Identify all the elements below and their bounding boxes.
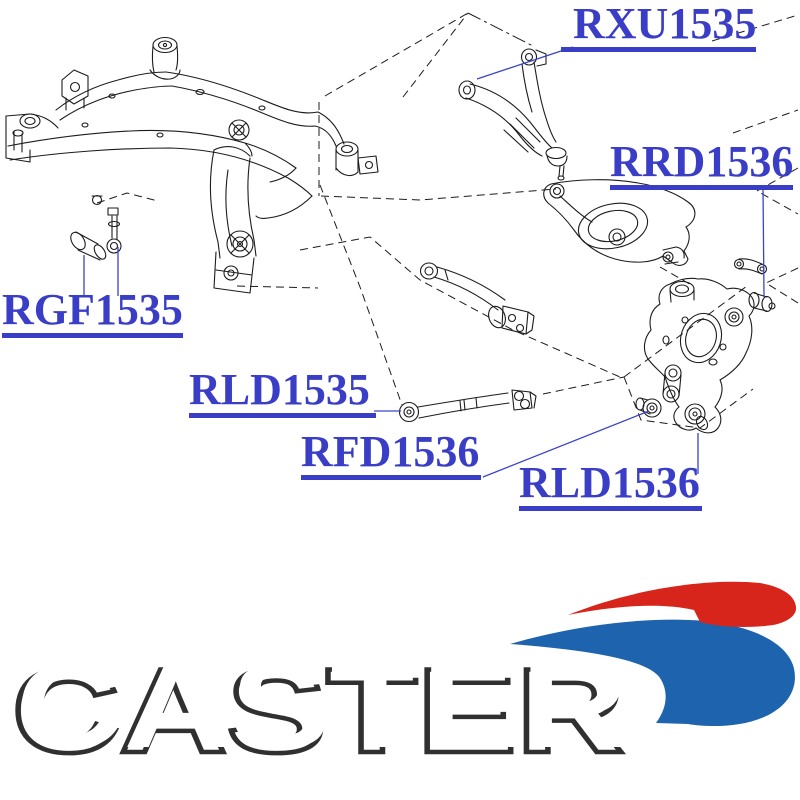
knuckle-drawing <box>635 258 776 434</box>
upper-rod-drawing <box>419 262 535 335</box>
lower-rod-drawing <box>398 389 537 423</box>
logo-swoosh-blue-shape <box>510 619 795 727</box>
caster-logo: CASTER CASTER <box>10 581 797 780</box>
upper-arm-drawing <box>458 48 568 181</box>
logo-swoosh-red-shape <box>568 581 797 627</box>
part-label-rrd1536[interactable]: RRD1536 <box>610 140 794 190</box>
part-label-rfd1536[interactable]: RFD1536 <box>301 430 482 480</box>
logo-swoosh <box>510 581 797 727</box>
logo-text-face: CASTER <box>16 639 628 773</box>
logo-wordmark: CASTER CASTER <box>10 639 628 780</box>
part-label-rgf1535[interactable]: RGF1535 <box>2 288 183 338</box>
part-label-rld1535[interactable]: RLD1535 <box>189 368 376 418</box>
subframe-drawing <box>5 36 379 294</box>
suspension-diagram <box>5 12 799 478</box>
part-label-rxu1535[interactable]: RXU1535 <box>561 2 757 52</box>
projection-lines <box>96 12 799 429</box>
logo-text-outline: CASTER <box>12 644 624 778</box>
leader-lines <box>83 46 765 478</box>
lower-arm-drawing <box>543 179 696 266</box>
rgf-part-drawing <box>70 194 122 261</box>
part-label-rld1536[interactable]: RLD1536 <box>519 461 702 511</box>
